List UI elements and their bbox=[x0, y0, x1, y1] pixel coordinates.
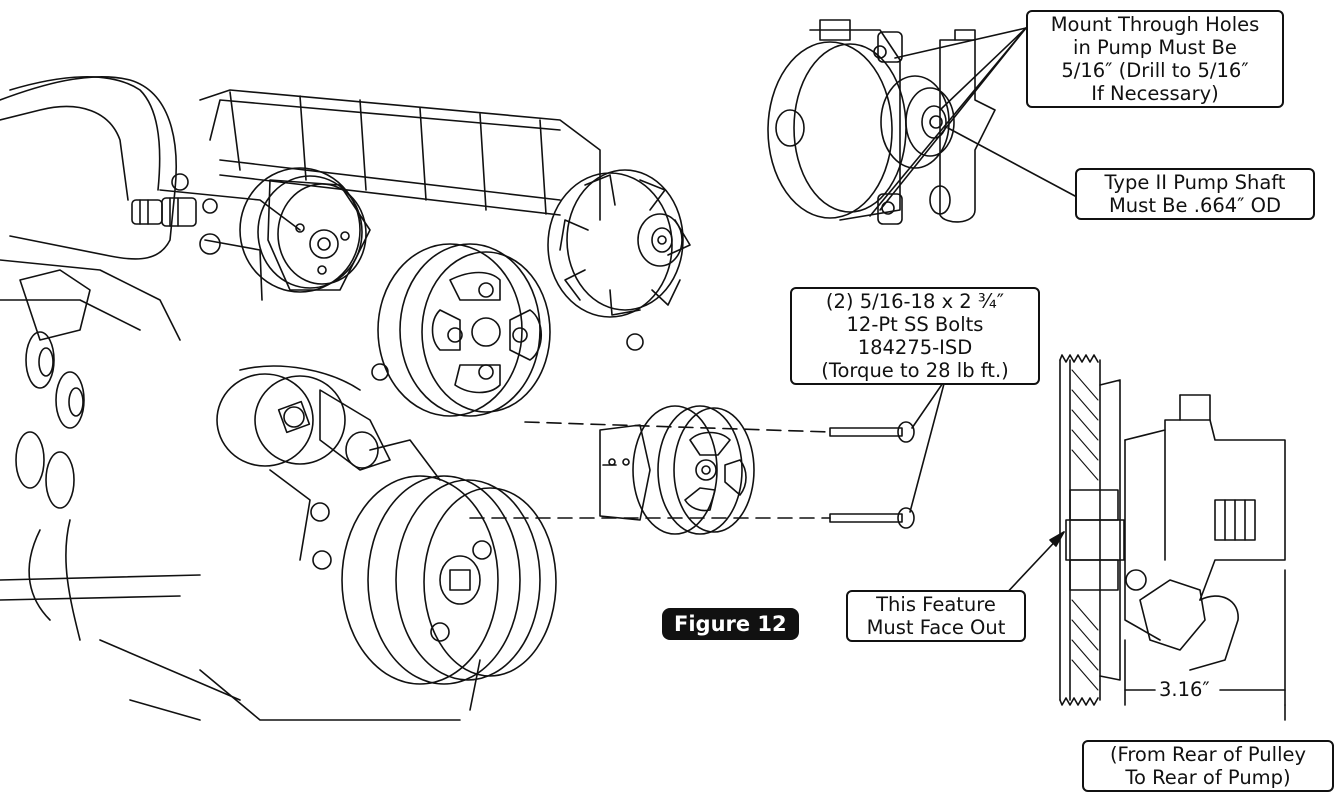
exhaust-ports bbox=[15, 269, 91, 509]
mount-holes-callout: Mount Through Holes in Pump Must Be 5/16… bbox=[1026, 10, 1284, 108]
bolts-line-4: (Torque to 28 lb ft.) bbox=[821, 359, 1009, 382]
bolts-line-1: (2) 5/16-18 x 2 ¾″ bbox=[825, 290, 1005, 313]
feature-leader bbox=[1001, 531, 1065, 599]
power-steering-pump-top bbox=[767, 19, 996, 225]
mount-holes-line-4: If Necessary) bbox=[1091, 82, 1219, 105]
rear-callout: (From Rear of Pulley To Rear of Pump) bbox=[1082, 740, 1334, 792]
feature-line-1: This Feature bbox=[876, 593, 996, 616]
dimension-lines bbox=[1124, 569, 1286, 721]
shaft-line-1: Type II Pump Shaft bbox=[1104, 171, 1286, 194]
shaft-line-2: Must Be .664″ OD bbox=[1108, 194, 1282, 217]
power-steering-pulley bbox=[599, 405, 755, 535]
feature-callout: This Feature Must Face Out bbox=[846, 590, 1026, 642]
crankshaft-pulley bbox=[341, 439, 557, 685]
feature-line-2: Must Face Out bbox=[866, 616, 1006, 639]
mount-holes-line-2: in Pump Must Be bbox=[1073, 36, 1237, 59]
mount-holes-line-3: 5/16″ (Drill to 5/16″ bbox=[1061, 59, 1249, 82]
ac-compressor bbox=[199, 167, 371, 301]
rear-line-2: To Rear of Pump) bbox=[1125, 766, 1291, 789]
water-pump-pulley bbox=[371, 243, 644, 417]
engine-block bbox=[0, 75, 601, 721]
bolts bbox=[829, 421, 915, 529]
side-view-assembly bbox=[1059, 354, 1286, 706]
dimension-value: 3.16″ bbox=[1157, 678, 1212, 701]
alternator bbox=[547, 169, 691, 318]
figure-label: Figure 12 bbox=[662, 608, 799, 640]
bolts-line-2: 12-Pt SS Bolts bbox=[846, 313, 984, 336]
bolts-callout: (2) 5/16-18 x 2 ¾″ 12-Pt SS Bolts 184275… bbox=[790, 287, 1040, 385]
rear-line-1: (From Rear of Pulley bbox=[1109, 743, 1307, 766]
leader-lines-top bbox=[869, 27, 1076, 217]
shaft-callout: Type II Pump Shaft Must Be .664″ OD bbox=[1075, 168, 1315, 220]
mount-holes-line-1: Mount Through Holes bbox=[1050, 13, 1260, 36]
bolts-line-3: 184275-ISD bbox=[857, 336, 973, 359]
belt-tensioner bbox=[216, 365, 391, 570]
leader-lines-bolts bbox=[909, 379, 946, 513]
bolt-alignment-lines bbox=[469, 421, 831, 519]
hose-fittings bbox=[131, 173, 218, 227]
